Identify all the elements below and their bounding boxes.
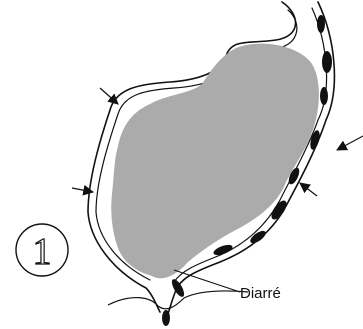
arrow-right-lower xyxy=(300,183,317,196)
diarre-label: Diarré xyxy=(240,285,281,302)
lump xyxy=(248,229,267,246)
lump xyxy=(212,243,234,257)
lump xyxy=(317,15,325,33)
arrow-left-upper xyxy=(100,88,118,104)
lump xyxy=(162,310,170,326)
lump xyxy=(322,51,332,73)
arrow-right-upper xyxy=(337,136,363,150)
lump xyxy=(320,87,328,105)
figure-number-badge: 1 xyxy=(16,224,68,276)
diarre-pointer-line xyxy=(174,270,240,292)
figure-number: 1 xyxy=(33,231,52,273)
stool-mass xyxy=(111,44,319,279)
